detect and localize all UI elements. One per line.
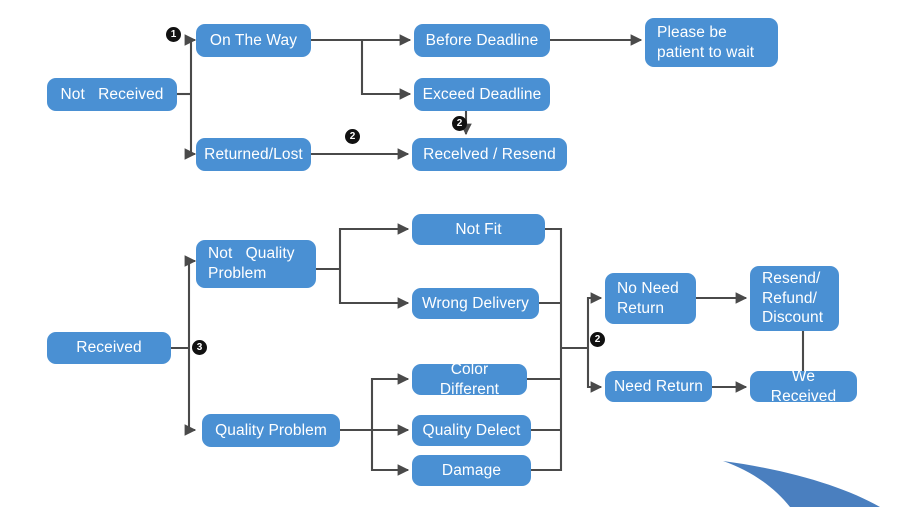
badge-two-returnedlost: 2: [345, 129, 360, 144]
edge-ontheway-exceeddeadline: [360, 40, 412, 100]
edge-qualityproblem-colordifferent: [370, 373, 410, 430]
node-not-received[interactable]: Not Received: [47, 78, 177, 111]
node-please-be-patient[interactable]: Please be patient to wait: [645, 18, 778, 67]
edge-received-notqualityproblem: [184, 255, 197, 348]
node-no-need-return[interactable]: No Need Return: [605, 273, 696, 324]
edge-qualityproblem-damage: [370, 430, 410, 476]
edge-bus-noneedreturn: [586, 292, 603, 348]
node-quality-problem[interactable]: Quality Problem: [202, 414, 340, 447]
node-wrong-delivery[interactable]: Wrong Delivery: [412, 288, 539, 319]
node-received[interactable]: Received: [47, 332, 171, 364]
node-not-fit[interactable]: Not Fit: [412, 214, 545, 245]
node-we-received[interactable]: We Received: [750, 368, 857, 405]
badge-three: 3: [192, 340, 207, 355]
node-need-return[interactable]: Need Return: [605, 371, 712, 402]
node-recelved-resend[interactable]: Recelved / Resend: [412, 138, 567, 171]
edge-notreceived-ontheway: [184, 34, 197, 94]
edge-bus-needreturn: [586, 348, 603, 393]
node-returned-lost[interactable]: Returned/Lost: [196, 138, 311, 171]
badge-two-bottom: 2: [590, 332, 605, 347]
node-not-quality-problem[interactable]: Not Quality Problem: [196, 240, 316, 288]
swoosh-icon: [723, 461, 880, 507]
node-quality-delect[interactable]: Quality Delect: [412, 415, 531, 446]
node-before-deadline[interactable]: Before Deadline: [414, 24, 550, 57]
edge-notquality-wrongdelivery: [338, 269, 410, 309]
node-damage[interactable]: Damage: [412, 455, 531, 486]
edge-bus-vertical: [531, 227, 563, 472]
badge-one: 1: [166, 27, 181, 42]
node-exceed-deadline[interactable]: Exceed Deadline: [414, 78, 550, 111]
edge-received-qualityproblem: [184, 348, 197, 436]
node-resend-refund-discount[interactable]: Resend/ Refund/ Discount: [750, 266, 839, 331]
node-color-different[interactable]: Color Different: [412, 361, 527, 398]
node-on-the-way[interactable]: On The Way: [196, 24, 311, 57]
edge-notquality-notfit: [338, 223, 410, 269]
edge-notreceived-returnedlost: [184, 94, 197, 160]
badge-two-exceeddeadline: 2: [452, 116, 467, 131]
